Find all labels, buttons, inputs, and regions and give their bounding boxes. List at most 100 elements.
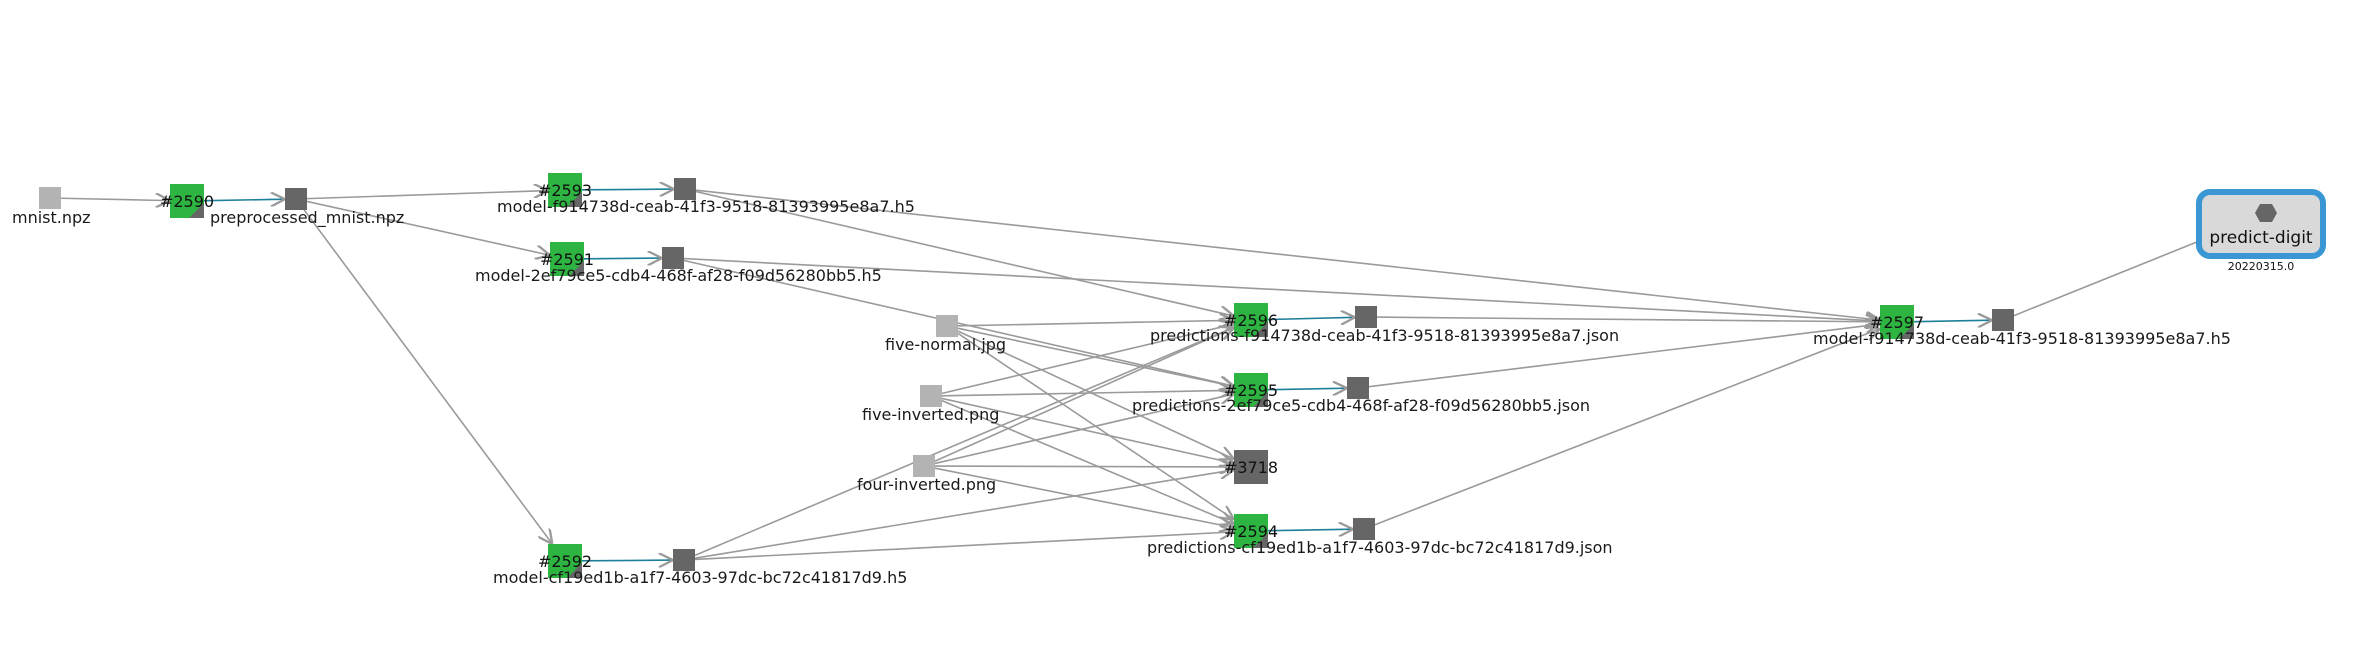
edge-four_inv-to-r2596 — [934, 328, 1234, 462]
pipeline-name: predict-digit — [2209, 228, 2313, 248]
node-label: predictions-cf19ed1b-a1f7-4603-97dc-bc72… — [1147, 538, 1613, 557]
edge-r2597-to-m_final — [1913, 320, 1992, 321]
node-label: five-normal.jpg — [885, 335, 1006, 354]
pipeline-hexagon-icon — [2255, 204, 2277, 222]
node-label: model-f914738d-ceab-41f3-9518-81393995e8… — [1813, 329, 2231, 348]
node-label: model-cf19ed1b-a1f7-4603-97dc-bc72c41817… — [493, 568, 907, 587]
run-corner-indicator-icon — [1899, 324, 1914, 339]
run-node[interactable]: #3718 — [1224, 450, 1278, 484]
edge-prep-to-r2593 — [306, 191, 548, 200]
node-square — [662, 247, 684, 269]
input-file-node[interactable]: five-inverted.png — [862, 385, 999, 424]
edges-layer — [60, 189, 2248, 561]
artifact-node[interactable]: preprocessed_mnist.npz — [210, 188, 404, 228]
run-node[interactable]: #2593 — [538, 173, 592, 207]
edge-m_f914-to-r2596 — [695, 190, 1234, 317]
node-label: four-inverted.png — [857, 475, 996, 494]
node-square — [1234, 450, 1268, 484]
run-node[interactable]: #2592 — [538, 544, 592, 578]
node-square — [920, 385, 942, 407]
node-square — [1992, 309, 2014, 331]
run-node[interactable]: #2594 — [1224, 514, 1278, 548]
input-file-node[interactable]: five-normal.jpg — [885, 315, 1006, 354]
edge-m_f914-to-r2597 — [695, 189, 1880, 320]
artifact-node[interactable]: model-f914738d-ceab-41f3-9518-81393995e8… — [1813, 309, 2231, 348]
run-corner-indicator-icon — [189, 203, 204, 218]
artifact-node[interactable]: model-cf19ed1b-a1f7-4603-97dc-bc72c41817… — [493, 549, 907, 587]
run-corner-indicator-icon — [1253, 392, 1268, 407]
edge-p_cf19-to-r2597 — [1374, 329, 1880, 526]
node-label: model-2ef79ce5-cdb4-468f-af28-f09d56280b… — [475, 266, 882, 285]
edge-four_inv-to-r2594 — [934, 467, 1234, 527]
node-square — [673, 549, 695, 571]
run-corner-indicator-icon — [567, 192, 582, 207]
edge-prep-to-r2592 — [303, 209, 552, 544]
edge-m_cf19-to-r2594 — [694, 532, 1234, 561]
artifact-node[interactable]: model-2ef79ce5-cdb4-468f-af28-f09d56280b… — [475, 247, 882, 285]
edge-r2594-to-p_cf19 — [1267, 529, 1353, 531]
run-node[interactable]: #2595 — [1224, 373, 1278, 407]
edge-m_cf19-to-r2596 — [694, 327, 1234, 557]
run-id-label: #2595 — [1224, 381, 1278, 400]
node-square — [285, 188, 307, 210]
edge-five_normal-to-r3718 — [957, 330, 1234, 459]
node-label: model-f914738d-ceab-41f3-9518-81393995e8… — [497, 197, 915, 216]
node-label: preprocessed_mnist.npz — [210, 208, 404, 228]
edge-four_inv-to-r2595 — [934, 394, 1234, 465]
run-id-label: #2591 — [540, 250, 594, 269]
node-label: mnist.npz — [12, 208, 91, 227]
pipeline-node-predict-digit[interactable]: predict-digit — [2196, 189, 2326, 259]
edge-p_2ef7-to-r2597 — [1368, 324, 1880, 388]
node-square — [1355, 306, 1377, 328]
edge-five_inv-to-r2596 — [941, 324, 1234, 395]
run-corner-indicator-icon — [567, 563, 582, 578]
edge-r2592-to-m_cf19 — [581, 560, 673, 561]
run-corner-indicator-icon — [1253, 322, 1268, 337]
run-corner-indicator-icon — [569, 261, 584, 276]
node-square — [936, 315, 958, 337]
node-square — [39, 187, 61, 209]
run-node[interactable]: #2597 — [1870, 305, 1924, 339]
edge-r2595-to-p_2ef7 — [1267, 388, 1347, 389]
pipeline-version: 20220315.0 — [2227, 260, 2295, 273]
run-id-label: #2594 — [1224, 522, 1278, 541]
node-label: predictions-f914738d-ceab-41f3-9518-8139… — [1150, 326, 1619, 345]
artifact-node[interactable]: model-f914738d-ceab-41f3-9518-81393995e8… — [497, 178, 915, 216]
run-corner-indicator-icon — [1253, 533, 1268, 548]
edge-r2590-to-prep — [203, 199, 285, 200]
run-id-label: #2593 — [538, 181, 592, 200]
artifact-node[interactable]: predictions-cf19ed1b-a1f7-4603-97dc-bc72… — [1147, 518, 1613, 557]
edge-five_inv-to-r2594 — [941, 399, 1234, 524]
node-square — [913, 455, 935, 477]
run-id-label: #2596 — [1224, 311, 1278, 330]
edge-m_cf19-to-r3718 — [694, 470, 1234, 559]
run-node[interactable]: #2590 — [160, 184, 214, 218]
edge-r2591-to-m_2ef7 — [583, 258, 662, 259]
run-id-label: #2592 — [538, 552, 592, 571]
run-id-label: #2590 — [160, 192, 214, 211]
edge-four_inv-to-r3718 — [934, 466, 1234, 467]
run-node[interactable]: #2591 — [540, 242, 594, 276]
node-square — [674, 178, 696, 200]
edge-r2596-to-p_f914 — [1267, 317, 1355, 319]
run-node[interactable]: #2596 — [1224, 303, 1278, 337]
input-file-node[interactable]: mnist.npz — [12, 187, 91, 227]
edge-mnist-to-r2590 — [60, 198, 170, 200]
node-label: five-inverted.png — [862, 405, 999, 424]
input-file-node[interactable]: four-inverted.png — [857, 455, 996, 494]
run-id-label: #2597 — [1870, 313, 1924, 332]
node-square — [1347, 377, 1369, 399]
node-label: predictions-2ef79ce5-cdb4-468f-af28-f09d… — [1132, 396, 1590, 415]
run-id-label: #3718 — [1224, 458, 1278, 477]
edge-five_inv-to-r3718 — [941, 397, 1234, 463]
artifact-node[interactable]: predictions-f914738d-ceab-41f3-9518-8139… — [1150, 306, 1619, 345]
edge-p_f914-to-r2597 — [1376, 317, 1880, 322]
artifact-node[interactable]: predictions-2ef79ce5-cdb4-468f-af28-f09d… — [1132, 377, 1590, 415]
edge-five_normal-to-r2596 — [957, 320, 1234, 325]
edge-m_2ef7-to-r2597 — [683, 257, 1880, 322]
node-square — [1353, 518, 1375, 540]
edge-prep-to-r2591 — [306, 200, 550, 255]
edge-r2593-to-m_f914 — [581, 189, 674, 190]
